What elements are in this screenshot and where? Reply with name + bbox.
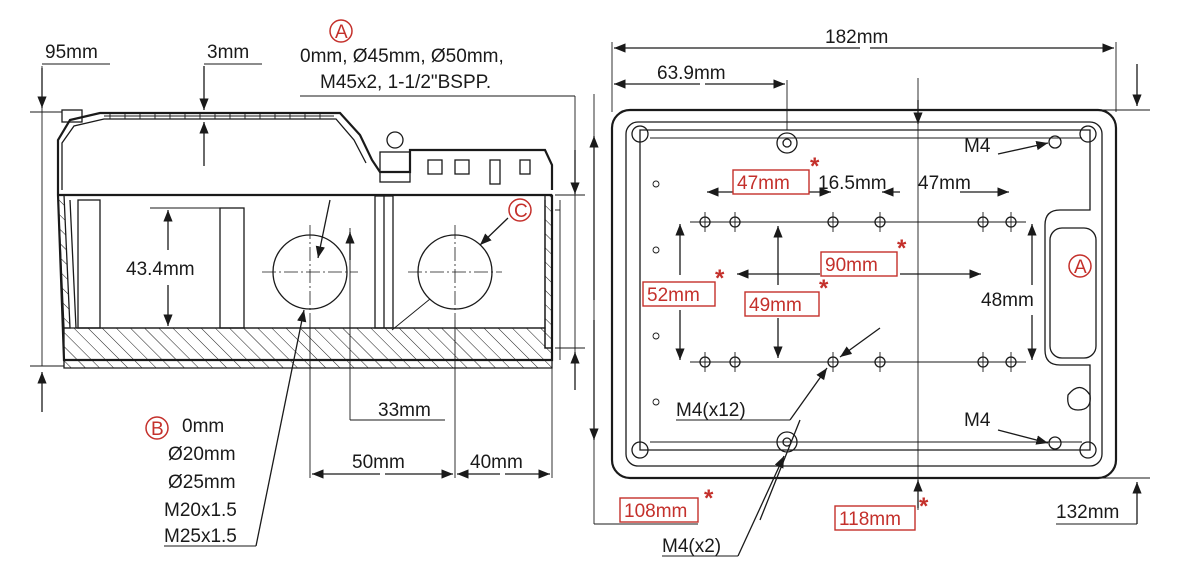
asterisk-47: * bbox=[810, 153, 820, 180]
b-option-2: Ø20mm bbox=[168, 444, 236, 465]
asterisk-52: * bbox=[715, 265, 725, 292]
m4-x2-label: M4(x2) bbox=[662, 536, 721, 557]
dim-33mm: 33mm bbox=[378, 400, 431, 421]
dim-63-9mm: 63.9mm bbox=[657, 63, 726, 84]
side-view: 95mm 3mm A 0mm, Ø45mm, Ø50mm, M45x2, 1-1… bbox=[30, 19, 585, 547]
marker-c-circle bbox=[508, 198, 532, 222]
b-option-4: M20x1.5 bbox=[164, 500, 237, 521]
lid-outline bbox=[56, 111, 554, 195]
b-option-3: Ø25mm bbox=[168, 472, 236, 493]
marker-a-circle bbox=[329, 19, 353, 43]
marker-a-top-circle bbox=[1068, 254, 1092, 278]
dim-50mm: 50mm bbox=[352, 452, 405, 473]
marker-a-top-label: A bbox=[1074, 257, 1087, 278]
marker-c-label: C bbox=[514, 201, 528, 222]
dim-95mm: 95mm bbox=[45, 42, 98, 63]
dim-52mm: 52mm bbox=[647, 285, 700, 306]
dim-3mm: 3mm bbox=[207, 42, 249, 63]
dim-108mm: 108mm bbox=[624, 501, 687, 522]
asterisk-90: * bbox=[897, 235, 907, 262]
a-options-line2: M45x2, 1-1/2"BSPP. bbox=[320, 72, 491, 93]
dim-43-4mm: 43.4mm bbox=[126, 259, 195, 280]
dim-47mm-right: 47mm bbox=[918, 173, 971, 194]
enclosure-outline bbox=[610, 108, 1118, 480]
marker-a-label: A bbox=[335, 22, 348, 43]
m4-bottom-label: M4 bbox=[964, 410, 991, 431]
dim-49mm: 49mm bbox=[749, 295, 802, 316]
m4-top-label: M4 bbox=[964, 136, 991, 157]
m4-x12-label: M4(x12) bbox=[676, 400, 746, 421]
b-option-5: M25x1.5 bbox=[164, 526, 237, 547]
a-options-line1: 0mm, Ø45mm, Ø50mm, bbox=[300, 46, 504, 67]
asterisk-108: * bbox=[704, 485, 714, 512]
top-view: A bbox=[589, 27, 1150, 557]
marker-b-label: B bbox=[151, 419, 164, 440]
dim-47mm-left: 47mm bbox=[737, 173, 790, 194]
dim-182mm: 182mm bbox=[825, 27, 888, 48]
dim-118mm: 118mm bbox=[839, 509, 901, 530]
marker-b-circle bbox=[145, 416, 169, 440]
dim-90mm: 90mm bbox=[825, 255, 878, 276]
dim-40mm: 40mm bbox=[470, 452, 523, 473]
asterisk-49: * bbox=[819, 275, 829, 302]
asterisk-118: * bbox=[919, 493, 929, 520]
b-option-1: 0mm bbox=[182, 416, 224, 437]
dim-132mm: 132mm bbox=[1056, 502, 1119, 523]
box-base-section bbox=[63, 327, 553, 369]
dim-48mm: 48mm bbox=[981, 290, 1034, 311]
dim-16-5mm: 16.5mm bbox=[818, 173, 887, 194]
